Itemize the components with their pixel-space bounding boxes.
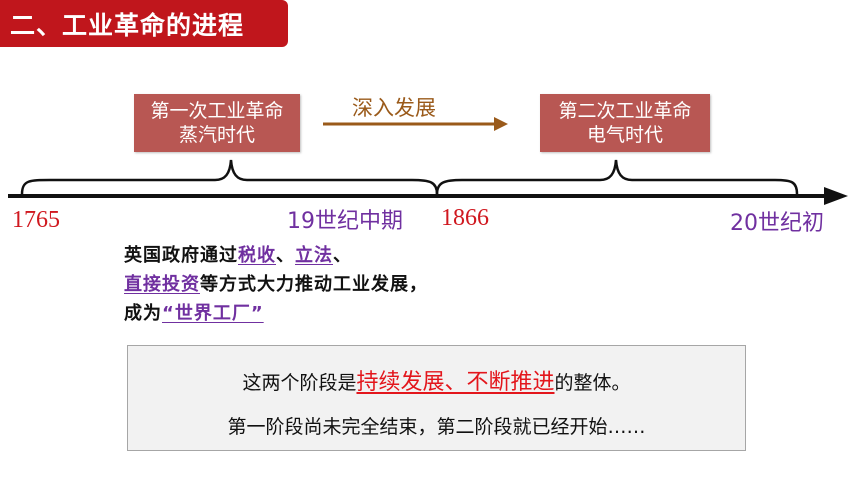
- date-1765: 1765: [12, 207, 60, 233]
- section-title: 二、工业革命的进程: [0, 0, 288, 47]
- summary-line-2: 第一阶段尚未完全结束，第二阶段就已经开始……: [227, 416, 646, 438]
- government-policy-text: 英国政府通过税收、立法、直接投资等方式大力推动工业发展，成为“世界工厂”: [124, 241, 444, 328]
- policy-world-factory: “世界工厂”: [162, 303, 264, 324]
- first-industrial-revolution-box: 第一次工业革命 蒸汽时代: [134, 94, 300, 152]
- summary-line-1: 这两个阶段是持续发展、不断推进的整体。: [128, 364, 745, 396]
- summary-highlight: 持续发展、不断推进: [356, 370, 555, 395]
- second-industrial-revolution-box: 第二次工业革命 电气时代: [540, 94, 710, 152]
- policy-middle: 等方式大力推动工业发展，成为: [124, 274, 428, 324]
- policy-sep: 、: [333, 245, 352, 266]
- date-mid-19th-century: 19世纪中期: [287, 209, 403, 234]
- policy-sep: 、: [276, 245, 295, 266]
- date-1866: 1866: [441, 205, 489, 231]
- second-era-name: 第二次工业革命: [558, 100, 692, 122]
- policy-legislation: 立法: [295, 245, 333, 266]
- timeline-arrow-head: [824, 187, 848, 205]
- brace-first-stage: [20, 159, 439, 195]
- second-era-subtitle: 电气时代: [586, 124, 663, 146]
- brace-second-stage: [435, 159, 799, 195]
- first-era-name: 第一次工业革命: [150, 100, 284, 122]
- policy-tax: 税收: [238, 245, 276, 266]
- policy-investment: 直接投资: [124, 274, 200, 295]
- policy-prefix: 英国政府通过: [124, 245, 238, 266]
- date-early-20th-century: 20世纪初: [730, 211, 824, 236]
- summary-prefix: 这两个阶段是: [242, 372, 357, 394]
- arrow-label: 深入发展: [352, 96, 436, 120]
- summary-box: 这两个阶段是持续发展、不断推进的整体。 第一阶段尚未完全结束，第二阶段就已经开始…: [127, 345, 746, 451]
- summary-suffix: 的整体。: [554, 372, 631, 394]
- develop-arrow-head: [494, 117, 508, 131]
- first-era-subtitle: 蒸汽时代: [178, 124, 255, 146]
